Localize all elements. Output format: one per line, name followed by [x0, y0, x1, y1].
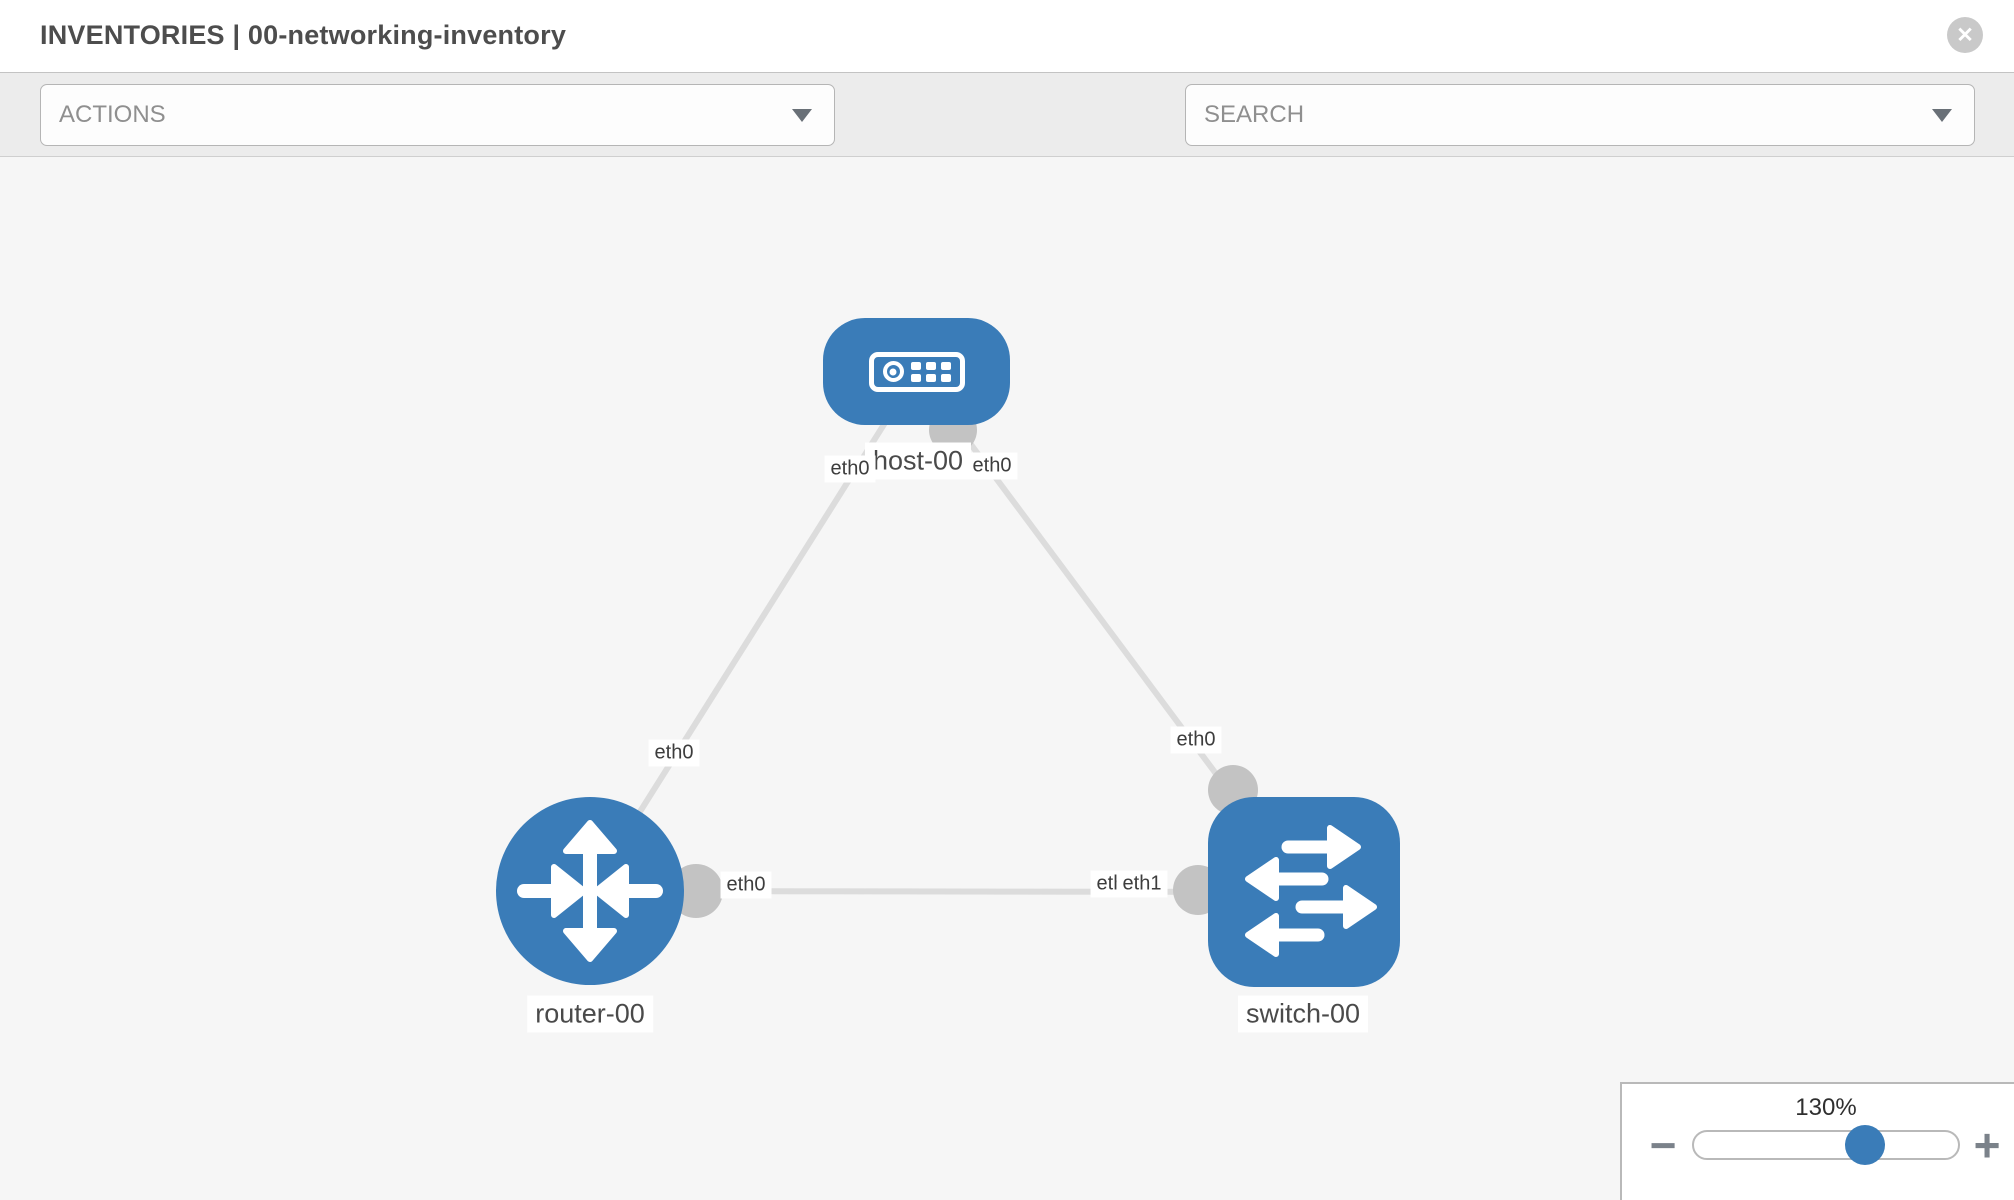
node-switch[interactable] — [1208, 797, 1400, 987]
port-label-host-router-at-host: eth0 — [824, 455, 876, 483]
actions-dropdown-label: ACTIONS — [59, 101, 166, 128]
chevron-down-icon — [1932, 108, 1952, 122]
node-label-switch: switch-00 — [1237, 995, 1369, 1033]
node-host[interactable] — [823, 318, 1010, 425]
host-server-icon-led — [882, 361, 904, 382]
search-placeholder: SEARCH — [1204, 101, 1305, 128]
port-label-router-switch-at-switch: eth1 — [1116, 870, 1168, 898]
actions-dropdown[interactable]: ACTIONS — [40, 84, 835, 146]
header: INVENTORIES | 00-networking-inventory ✕ — [0, 0, 2014, 72]
zoom-slider-thumb[interactable] — [1845, 1125, 1885, 1165]
host-server-icon — [868, 351, 965, 392]
zoom-control-panel: 130% − + — [1620, 1082, 2014, 1200]
close-button[interactable]: ✕ — [1947, 17, 1983, 53]
zoom-out-button[interactable]: − — [1649, 1119, 1677, 1171]
zoom-in-button[interactable]: + — [1973, 1119, 2001, 1171]
node-router[interactable] — [496, 797, 684, 985]
topology-links-layer — [587, 370, 1307, 918]
node-label-router: router-00 — [527, 995, 653, 1033]
zoom-slider-track[interactable] — [1692, 1130, 1960, 1160]
port-label-host-router-at-router: eth0 — [648, 739, 700, 767]
zoom-level-value: 130% — [1795, 1094, 1857, 1121]
port-label-host-switch-at-host: eth0 — [966, 452, 1018, 480]
switch-arrows-icon — [1245, 825, 1377, 957]
close-icon: ✕ — [1956, 23, 1974, 47]
chevron-down-icon — [792, 108, 812, 122]
host-server-icon-ports — [910, 361, 951, 382]
port-label-host-switch-at-switch: eth0 — [1170, 726, 1222, 754]
search-dropdown[interactable]: SEARCH — [1185, 84, 1975, 146]
port-label-router-switch-at-router: eth0 — [720, 871, 772, 899]
node-label-host: host-00 — [864, 442, 972, 480]
router-arrows-icon — [517, 820, 663, 962]
page-title: INVENTORIES | 00-networking-inventory — [40, 20, 567, 50]
toolbar: ACTIONS SEARCH — [0, 72, 2014, 205]
topology-canvas[interactable]: host-00 router-00 switch-00 eth0 eth0 et… — [0, 157, 2014, 1200]
